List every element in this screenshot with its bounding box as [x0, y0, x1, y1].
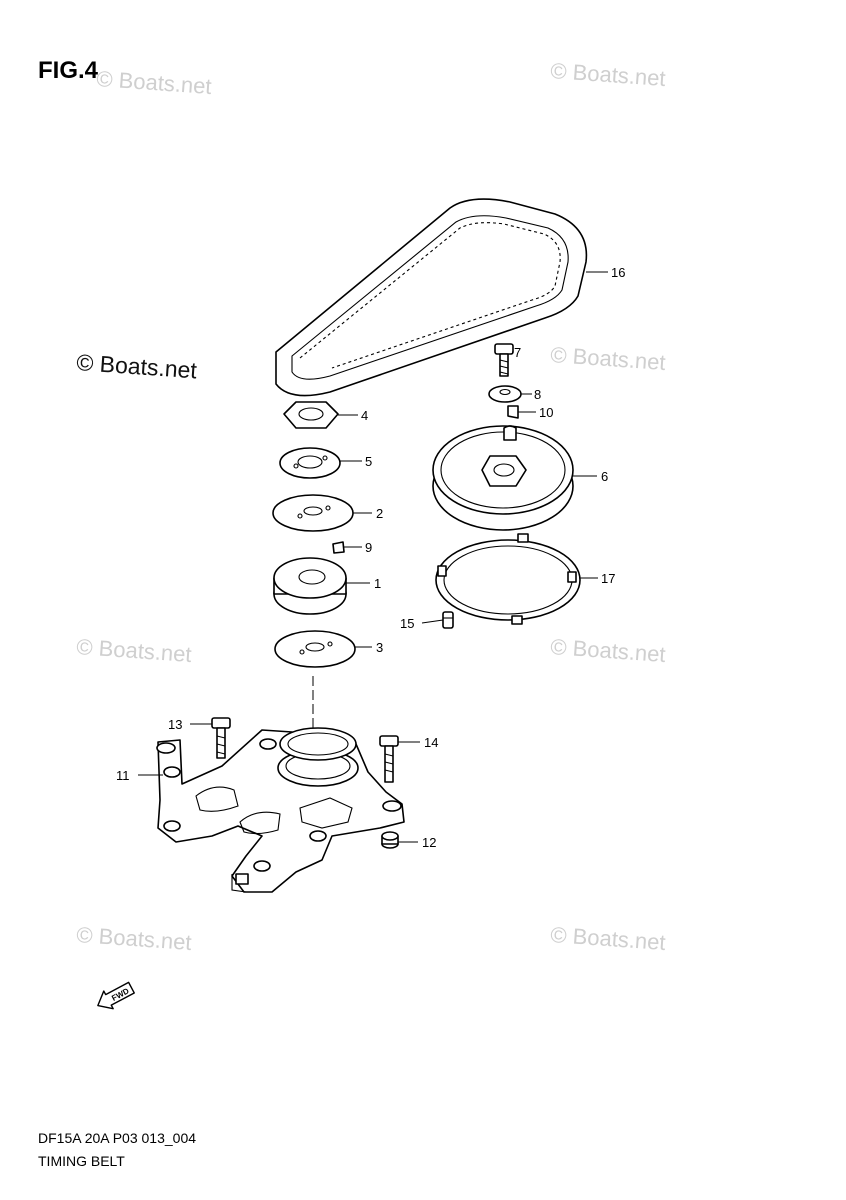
callout-14: 14 [424, 735, 438, 750]
callout-4: 4 [361, 408, 368, 423]
callout-17: 17 [601, 571, 615, 586]
bracket-11 [156, 727, 405, 893]
nut-4 [283, 401, 339, 429]
crankshaft-pulley-1 [273, 557, 347, 615]
watermark: © Boats.net [550, 922, 667, 955]
plate-3 [274, 630, 356, 668]
plate-5 [279, 447, 341, 479]
key-9 [332, 541, 345, 554]
washer-8 [488, 385, 522, 403]
callout-15: 15 [400, 616, 414, 631]
watermark: © Boats.net [550, 634, 667, 667]
callouts: 16 7 8 10 4 5 6 2 9 1 17 15 3 13 14 11 1… [116, 265, 625, 850]
timing-belt [275, 198, 588, 397]
callout-11: 11 [116, 768, 130, 783]
callout-8: 8 [534, 387, 541, 402]
diagram-title: TIMING BELT [38, 1153, 125, 1169]
callout-16: 16 [611, 265, 625, 280]
callout-7: 7 [514, 345, 521, 360]
callout-10: 10 [539, 405, 553, 420]
diagram-code: DF15A 20A P03 013_004 [38, 1130, 196, 1146]
callout-3: 3 [376, 640, 383, 655]
fwd-arrow-icon: FWD [97, 981, 135, 1010]
bolt-13 [211, 717, 231, 759]
watermark: © Boats.net [550, 342, 667, 375]
callout-2: 2 [376, 506, 383, 521]
callout-5: 5 [365, 454, 372, 469]
key-10 [507, 405, 519, 419]
callout-6: 6 [601, 469, 608, 484]
bolt-14 [379, 735, 399, 783]
callout-9: 9 [365, 540, 372, 555]
collar-12 [381, 831, 399, 849]
watermark: © Boats.net [76, 349, 199, 383]
callout-13: 13 [168, 717, 182, 732]
figure-label: FIG.4 [38, 57, 99, 84]
watermark: © Boats.net [550, 58, 667, 91]
camshaft-pulley-6 [432, 425, 574, 531]
plate-2 [272, 494, 354, 532]
ring-17 [435, 533, 581, 625]
callout-12: 12 [422, 835, 436, 850]
callout-1: 1 [374, 576, 381, 591]
screw-15 [442, 611, 454, 629]
watermark: © Boats.net [76, 634, 193, 667]
watermark: © Boats.net [96, 66, 213, 99]
leader-lines [138, 271, 608, 843]
watermark: © Boats.net [76, 922, 193, 955]
bolt-7 [494, 343, 514, 377]
